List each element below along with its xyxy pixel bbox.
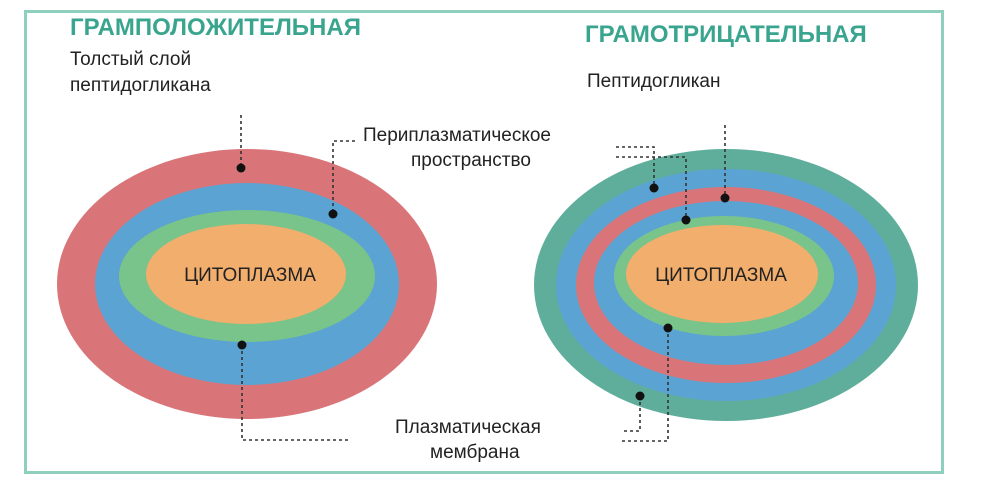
gn-cytoplasm-label: ЦИТОПЛАЗМА xyxy=(655,265,787,286)
membrane-label-1: Плазматическая xyxy=(395,417,541,438)
leader-gn-outer-periplasm xyxy=(616,146,655,187)
leader-dot-gn-peptidoglycan xyxy=(720,193,730,203)
leader-dot-gn-membrane xyxy=(663,323,673,333)
leader-dot-gn-inner-periplasm xyxy=(681,215,691,225)
thick-layer-label-2: пептидогликана xyxy=(70,75,211,96)
gram-negative-cell: ЦИТОПЛАЗМА xyxy=(534,149,918,421)
gram-negative-title: ГРАМОТРИЦАТЕЛЬНАЯ xyxy=(585,21,867,48)
diagram-frame xyxy=(24,10,944,474)
leader-dot-gp-periplasm xyxy=(328,209,338,219)
leader-dot-gp-peptidoglycan xyxy=(236,163,246,173)
gp-leader-lines xyxy=(236,115,355,441)
gram-positive-title: ГРАМПОЛОЖИТЕЛЬНАЯ xyxy=(70,14,361,41)
membrane-label-2: мембрана xyxy=(430,442,520,463)
gp-cytoplasm xyxy=(146,224,346,324)
leader-dot-gp-membrane xyxy=(237,340,247,350)
gp-cytoplasm-label: ЦИТОПЛАЗМА xyxy=(184,265,316,286)
gram-positive-cell: ЦИТОПЛАЗМА xyxy=(57,149,437,419)
leader-dot-gn-outer-periplasm xyxy=(649,183,659,193)
thick-layer-label-1: Толстый слой xyxy=(70,49,191,70)
gn-leader-lines xyxy=(616,125,730,442)
gn-cytoplasm xyxy=(626,225,818,323)
leader-gn-membrane xyxy=(622,328,669,442)
periplasmic-label-1: Периплазматическое xyxy=(363,125,551,146)
periplasmic-label-2: пространство xyxy=(411,150,531,171)
leader-gp-membrane xyxy=(241,345,350,441)
peptidoglycan-label: Пептидогликан xyxy=(587,71,720,92)
leader-dot-gn-outer-membrane xyxy=(635,391,645,401)
leader-gp-periplasm xyxy=(332,140,355,213)
